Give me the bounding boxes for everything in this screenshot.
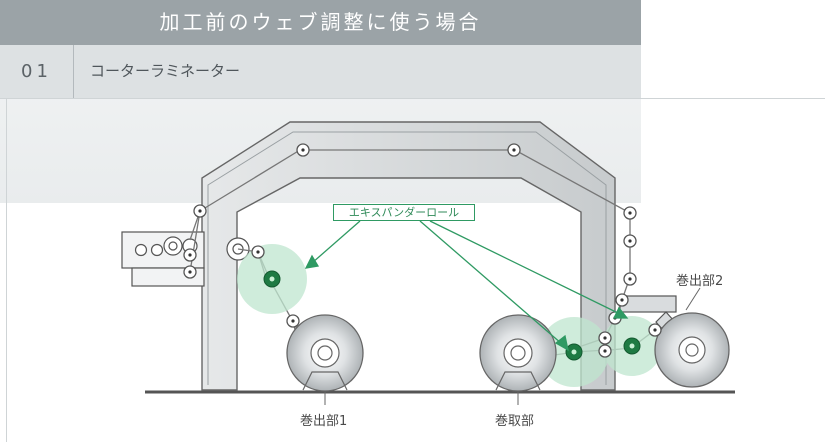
header-bar	[0, 0, 641, 45]
expander-rolls	[263, 270, 641, 361]
section-number: 01	[0, 45, 74, 98]
page-title: 加工前のウェブ調整に使う場合	[159, 10, 482, 34]
unwind2-reel	[654, 312, 730, 388]
section-bar	[0, 45, 641, 98]
unwind1-reel	[286, 314, 364, 392]
divider-left	[6, 98, 7, 442]
frame-inner-line	[207, 131, 607, 385]
unwind1-label: 巻出部1	[300, 414, 348, 429]
rewind-reel	[479, 314, 557, 392]
roller-centers	[188, 148, 657, 353]
section-title: コーターラミネーター	[90, 62, 241, 80]
unwind2-label: 巻出部2	[676, 274, 724, 289]
expander-roll-callout: エキスパンダーロール	[333, 204, 475, 221]
callout-arrows	[304, 220, 629, 352]
label-leaders	[324, 287, 701, 405]
rewind-label: 巻取部	[495, 414, 535, 429]
divider	[0, 98, 825, 99]
machine-frame	[201, 121, 616, 391]
